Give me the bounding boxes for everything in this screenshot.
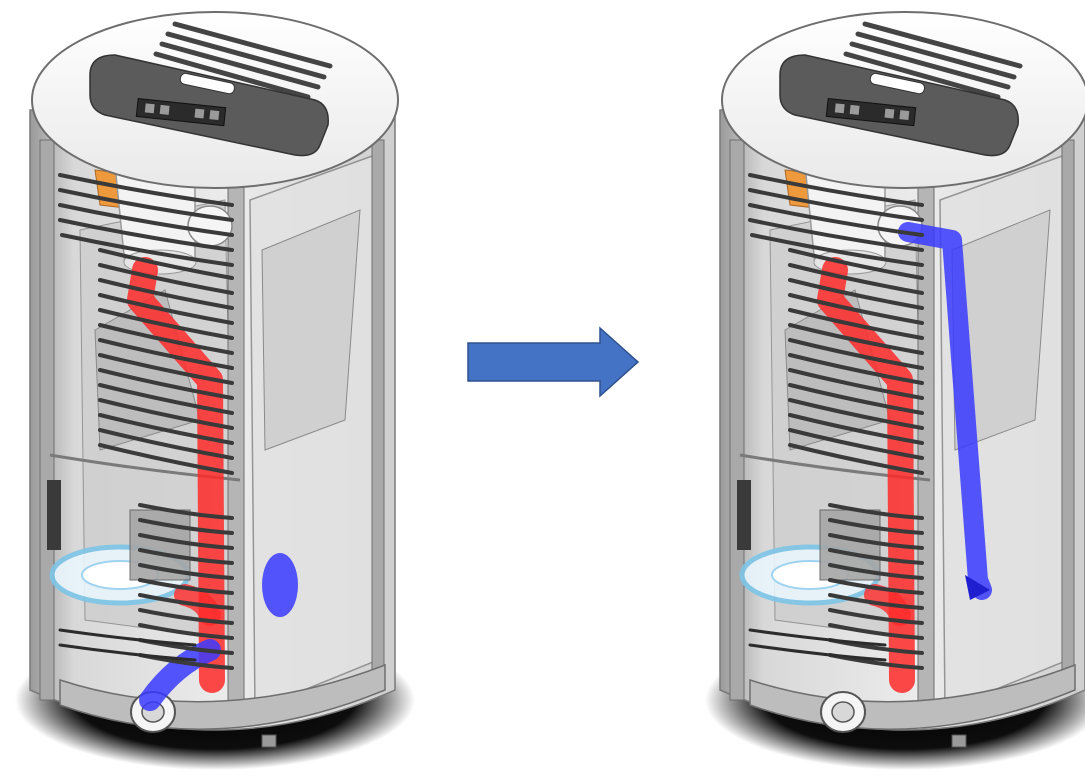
transition-arrow (467, 326, 640, 398)
combustion-air-path-before (139, 639, 221, 711)
stove-before (15, 12, 415, 770)
combustion-air-arrowhead-after (965, 575, 990, 600)
blue-air-blob-before (262, 553, 298, 617)
stove-after (705, 12, 1085, 770)
